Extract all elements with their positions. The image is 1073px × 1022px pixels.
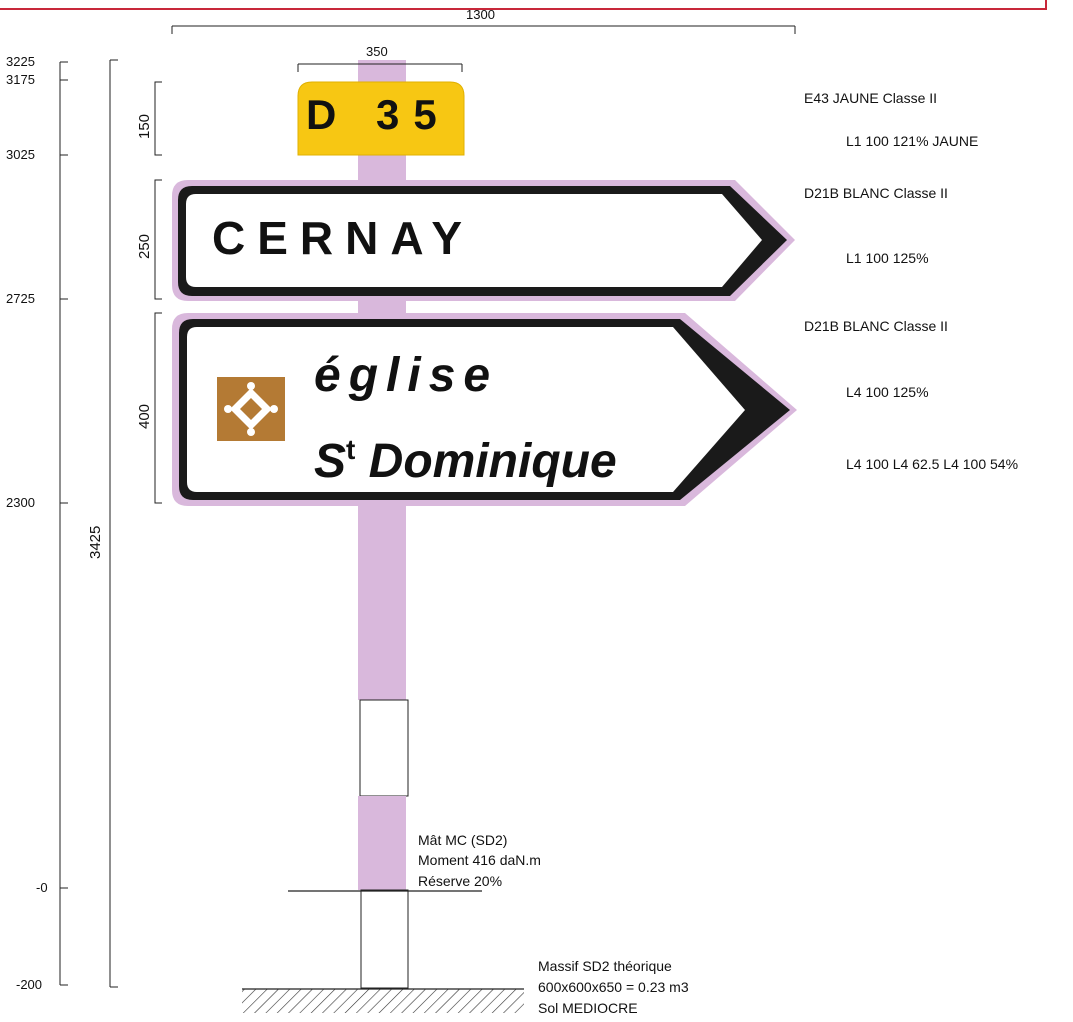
cernay-panel-inner: [186, 194, 762, 287]
cartouche-spec-note: E43 JAUNE Classe II: [804, 90, 938, 106]
cartouche-text: D 35: [306, 91, 451, 138]
foundation-soil-note: Sol MEDIOCRE: [538, 1000, 638, 1016]
total-width-label: 1300: [466, 7, 495, 22]
scale-0: -0: [36, 880, 48, 895]
foundation-type-note: Massif SD2 théorique: [538, 958, 672, 974]
scale-2300: 2300: [6, 495, 35, 510]
eglise-panel-inner: [187, 327, 745, 492]
cartouche-font-note: L1 100 121% JAUNE: [846, 133, 979, 149]
foundation-size-note: 600x600x650 = 0.23 m3: [538, 979, 689, 995]
mast-type-note: Mât MC (SD2): [418, 832, 508, 848]
eglise-line2-s: S: [314, 435, 347, 488]
cernay-height-bracket: [154, 179, 162, 300]
mast-moment-note: Moment 416 daN.m: [418, 852, 541, 868]
mast-lower: [358, 796, 406, 890]
cernay-destination: CERNAY: [212, 212, 475, 264]
scale-minus-200: -200: [16, 977, 43, 992]
eglise-font2-note: L4 100 L4 62.5 L4 100 54%: [846, 456, 1019, 472]
cartouche-panel: [297, 81, 465, 156]
frame-border: [0, 0, 1047, 10]
eglise-destination-line1: église: [314, 349, 499, 402]
eglise-spec-note: D21B BLANC Classe II: [804, 318, 948, 334]
cartouche-width-label: 350: [366, 44, 388, 59]
mast-white-band: [359, 699, 409, 797]
foundation-hatch: [242, 989, 524, 1013]
scale-3225: 3225: [6, 54, 35, 69]
mast-buried: [360, 889, 409, 989]
cernay-spec-note: D21B BLANC Classe II: [804, 185, 948, 201]
cartouche-height-bracket: [154, 81, 162, 156]
cernay-height-label: 250: [136, 233, 153, 259]
cernay-font-note: L1 100 125%: [846, 250, 929, 266]
scale-3175: 3175: [6, 72, 35, 87]
eglise-line2-rest: Dominique: [355, 435, 617, 488]
total-height-label: 3425: [87, 525, 104, 559]
scale-2725: 2725: [6, 291, 35, 306]
eglise-height-label: 400: [136, 403, 153, 429]
eglise-font1-note: L4 100 125%: [846, 384, 929, 400]
mast-reserve-note: Réserve 20%: [418, 873, 503, 889]
eglise-height-bracket: [154, 312, 162, 504]
eglise-line2-superscript: t: [346, 434, 356, 465]
cartouche-height-label: 150: [136, 113, 153, 139]
scale-3025: 3025: [6, 147, 35, 162]
eglise-destination-line2: St Dominique: [314, 421, 617, 491]
